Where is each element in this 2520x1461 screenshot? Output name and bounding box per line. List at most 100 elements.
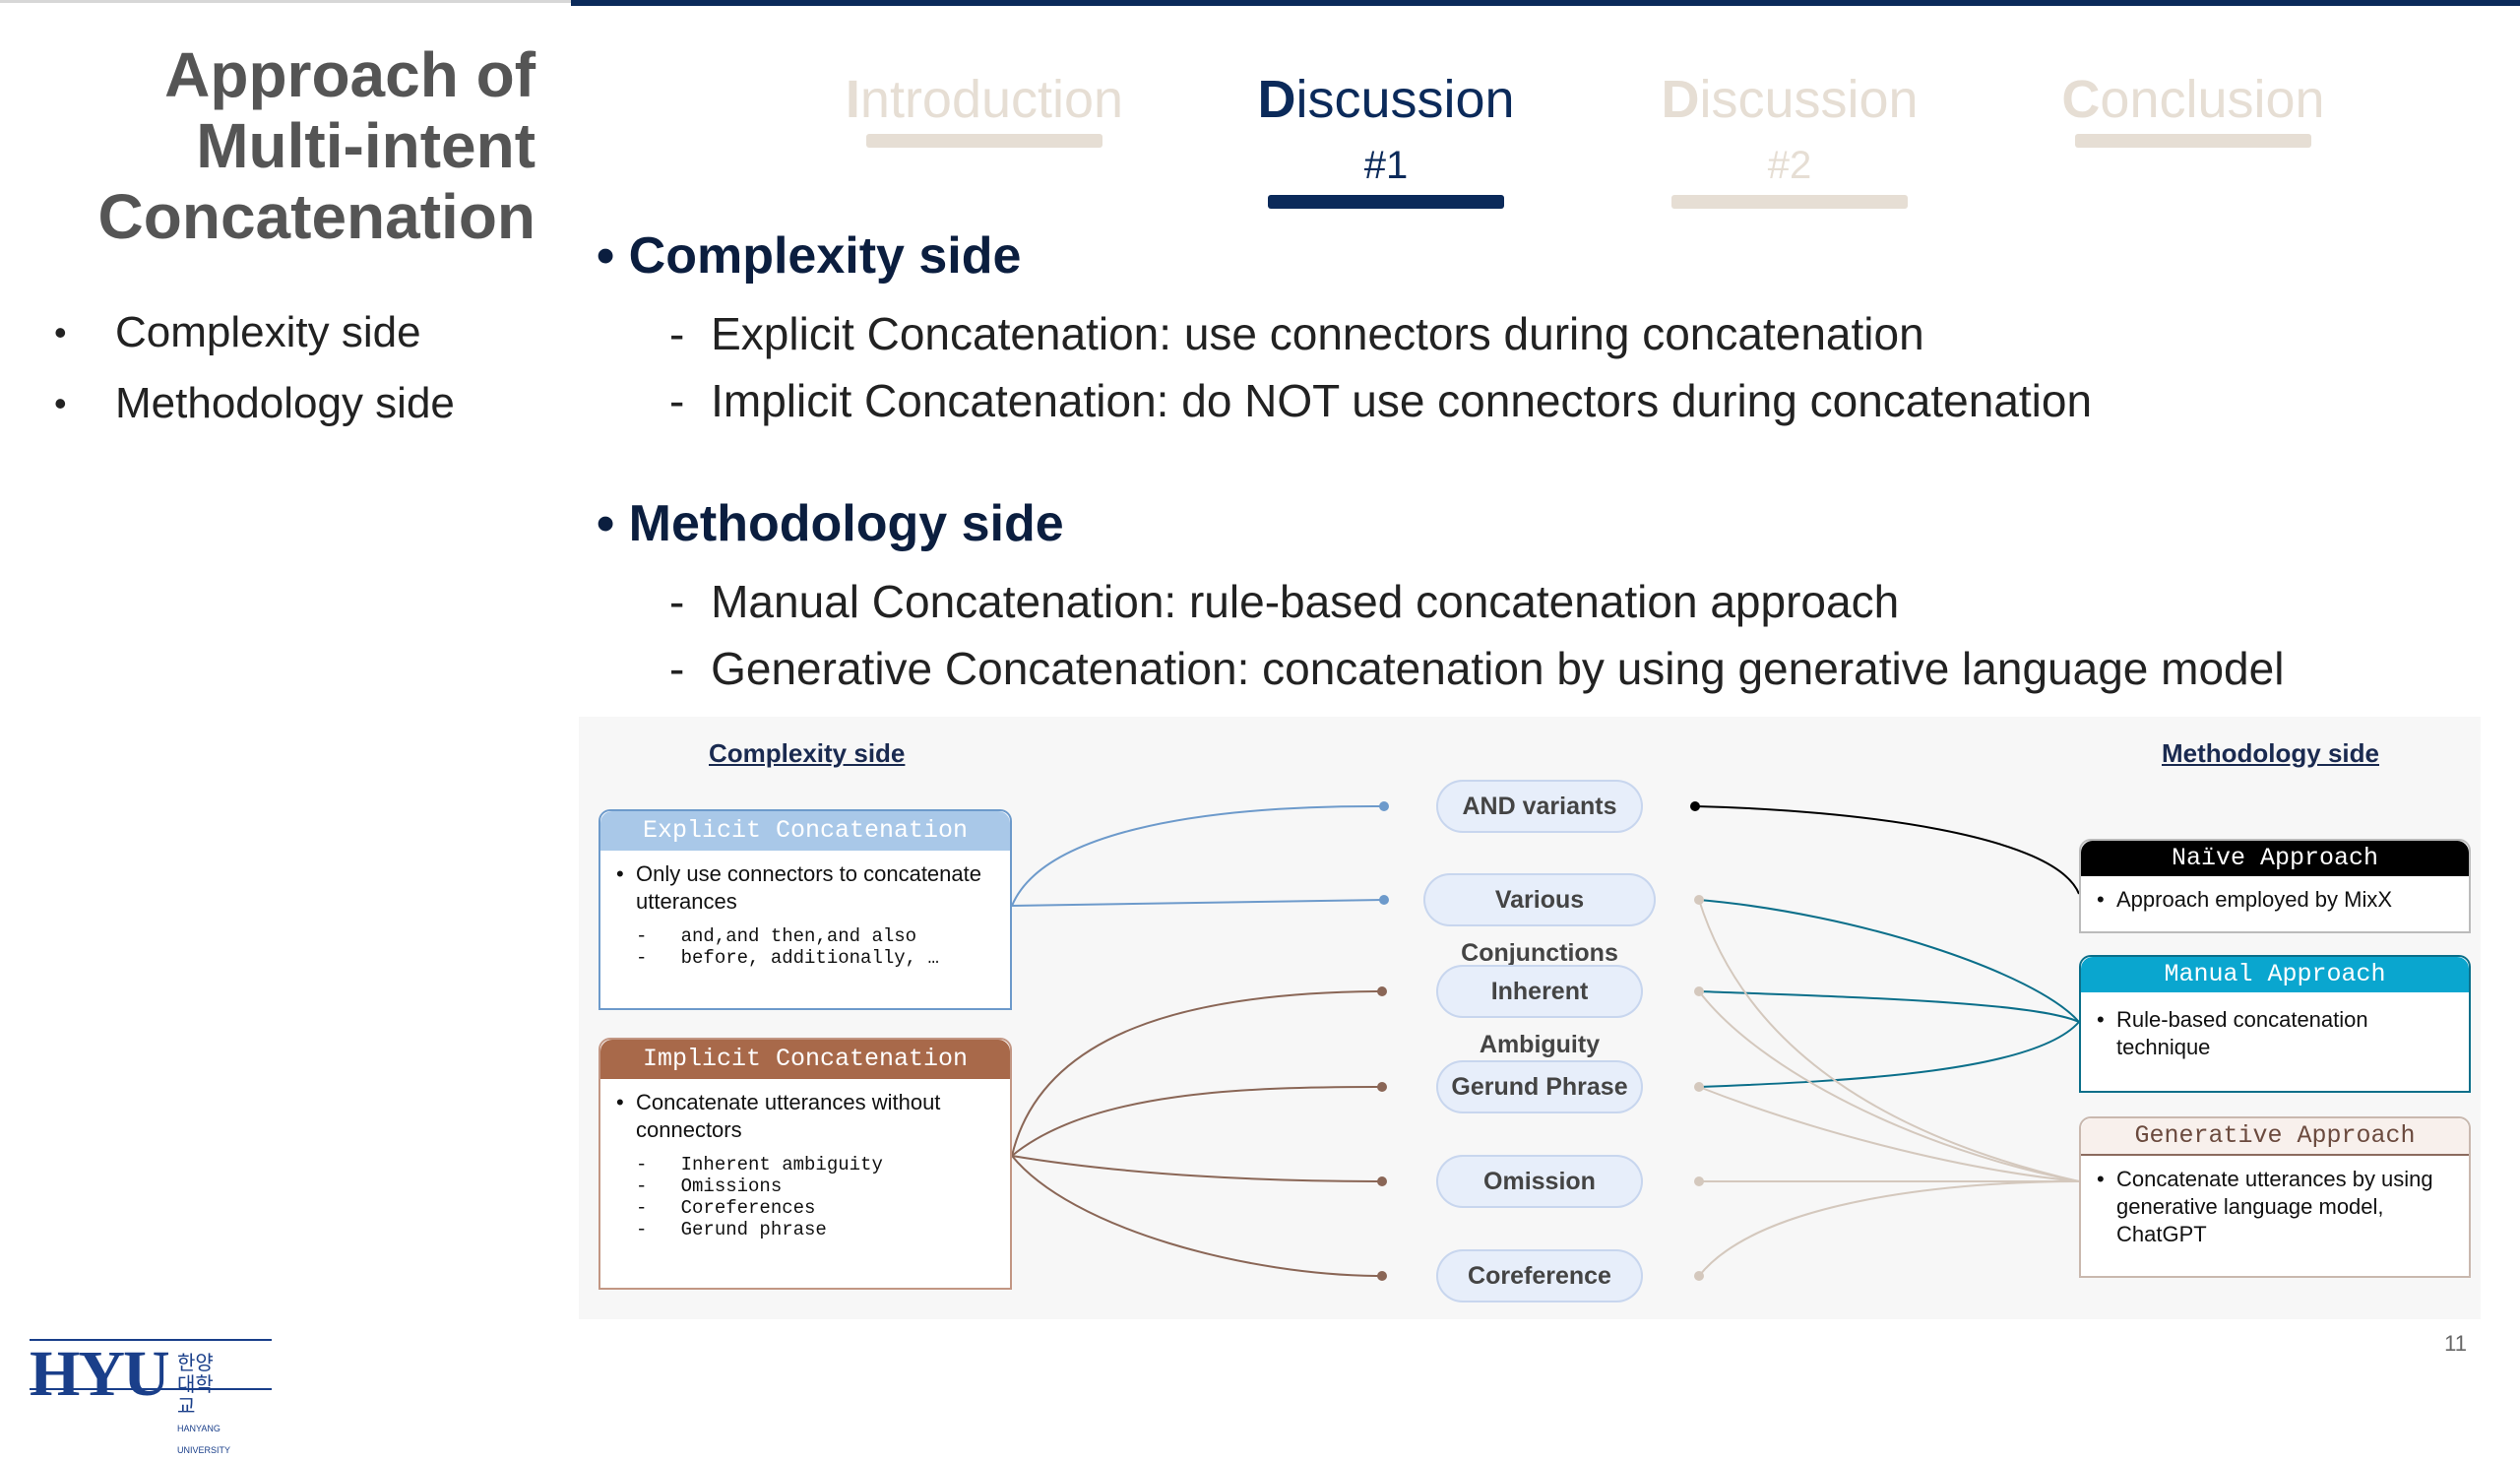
logo-rule	[30, 1339, 272, 1341]
connector-line	[1698, 1021, 2080, 1088]
item-explicit: Explicit Concatenation: use connectors d…	[669, 307, 1924, 360]
heading-methodology: Methodology side	[597, 494, 1064, 553]
tab-label: onclusion	[2100, 70, 2325, 129]
implicit-examples: Inherent ambiguity Omissions Coreference…	[616, 1154, 994, 1240]
connector-lines	[1011, 801, 2080, 1281]
generative-box-body: Concatenate utterances by using generati…	[2081, 1156, 2469, 1258]
example-item: Omissions	[636, 1175, 994, 1197]
tab-underline	[2075, 134, 2311, 148]
slide-title: Approach of Multi-intent Concatenation	[0, 39, 536, 252]
title-line: Concatenation	[97, 181, 536, 252]
tab-initial: C	[2061, 70, 2101, 129]
item-manual: Manual Concatenation: rule-based concate…	[669, 575, 1899, 628]
connector-dot	[1694, 1271, 1704, 1281]
connector-dot	[1694, 1176, 1704, 1186]
example-item: Coreferences	[636, 1197, 994, 1219]
example-item: and,and then,and also	[636, 925, 994, 947]
side-item-complexity: Complexity side	[54, 303, 455, 374]
generative-box-title: Generative Approach	[2081, 1118, 2469, 1156]
example-item: before, additionally, …	[636, 947, 994, 969]
connector-dot	[1690, 801, 1700, 811]
methodology-side-label: Methodology side	[2162, 738, 2379, 768]
connector-line	[1011, 899, 1385, 907]
implicit-box-title: Implicit Concatenation	[600, 1040, 1010, 1079]
explicit-box-body: Only use connectors to concatenate utter…	[600, 851, 1010, 979]
tab-underline	[1671, 195, 1908, 209]
naive-box-bullet: Approach employed by MixX	[2097, 886, 2453, 914]
tab-label: iscussion	[1295, 70, 1515, 129]
generative-approach-box: Generative Approach Concatenate utteranc…	[2079, 1116, 2471, 1278]
tab-number: #1	[1363, 144, 1409, 187]
connector-line	[1011, 1086, 1383, 1157]
example-item: Gerund phrase	[636, 1219, 994, 1240]
implicit-box-bullet: Concatenate utterances without connector…	[616, 1089, 994, 1144]
side-outline: Complexity side Methodology side	[54, 303, 455, 445]
pill-various-conjunctions: Various Conjunctions	[1423, 873, 1656, 967]
connector-dot	[1377, 986, 1387, 996]
logo-rule	[30, 1388, 272, 1390]
tab-initial: I	[845, 70, 860, 129]
top-rule-left	[0, 0, 571, 3]
title-line: Multi-intent	[196, 110, 536, 181]
connector-line	[1698, 990, 2080, 1182]
connector-line	[1011, 1155, 1383, 1277]
title-line: Approach of	[164, 39, 536, 110]
university-logo: HYU 한양대학교 HANYANG UNIVERSITY	[30, 1337, 272, 1455]
top-rule-right	[571, 0, 2520, 6]
logo-english: HANYANG UNIVERSITY	[177, 1424, 231, 1455]
connector-dot	[1694, 986, 1704, 996]
pill-and-variants: AND variants	[1436, 780, 1643, 833]
page-number: 11	[2444, 1331, 2467, 1356]
naive-box-title: Naïve Approach	[2081, 841, 2469, 876]
logo-text: 한양대학교 HANYANG UNIVERSITY	[177, 1353, 230, 1461]
explicit-examples: and,and then,and also before, additional…	[616, 925, 994, 969]
generative-box-bullet: Concatenate utterances by using generati…	[2097, 1166, 2453, 1248]
naive-approach-box: Naïve Approach Approach employed by MixX	[2079, 839, 2471, 933]
side-item-methodology: Methodology side	[54, 374, 455, 445]
item-implicit: Implicit Concatenation: do NOT use conne…	[669, 374, 2092, 427]
connector-line	[1698, 899, 2080, 1182]
implicit-box-body: Concatenate utterances without connector…	[600, 1079, 1010, 1250]
manual-box-body: Rule-based concatenation technique	[2081, 992, 2469, 1071]
implicit-concatenation-box: Implicit Concatenation Concatenate utter…	[598, 1038, 1012, 1290]
explicit-box-title: Explicit Concatenation	[600, 811, 1010, 851]
connector-dot	[1377, 1082, 1387, 1092]
pill-coreference: Coreference	[1436, 1249, 1643, 1302]
tab-label: ntroduction	[859, 70, 1124, 129]
pill-inherent-ambiguity: Inherent Ambiguity	[1436, 965, 1643, 1058]
pill-gerund-phrase: Gerund Phrase	[1436, 1060, 1643, 1113]
tab-initial: D	[1257, 70, 1296, 129]
connector-dot	[1379, 895, 1389, 905]
manual-approach-box: Manual Approach Rule-based concatenation…	[2079, 955, 2471, 1093]
connector-dot	[1694, 895, 1704, 905]
connector-line	[1698, 899, 2080, 1023]
tab-initial: D	[1661, 70, 1700, 129]
manual-box-bullet: Rule-based concatenation technique	[2097, 1006, 2453, 1061]
manual-box-title: Manual Approach	[2081, 957, 2469, 992]
logo-hyu: HYU	[30, 1338, 170, 1410]
connector-dot	[1694, 1082, 1704, 1092]
explicit-concatenation-box: Explicit Concatenation Only use connecto…	[598, 809, 1012, 1010]
tab-discussion-2[interactable]: Discussion #2	[1642, 69, 1937, 209]
connector-dot	[1377, 1271, 1387, 1281]
logo-korean: 한양대학교	[177, 1353, 214, 1418]
connector-line	[1698, 1086, 2080, 1182]
connector-line	[1011, 990, 1383, 1157]
connector-line	[1698, 1180, 2080, 1277]
tab-introduction[interactable]: Introduction	[837, 69, 1132, 148]
concatenation-diagram: Complexity side Methodology side Explici…	[579, 717, 2481, 1319]
connector-line	[1011, 804, 1385, 907]
tab-discussion-1[interactable]: Discussion #1	[1238, 69, 1534, 209]
tab-label: iscussion	[1699, 70, 1919, 129]
tab-underline	[866, 134, 1102, 148]
naive-box-body: Approach employed by MixX	[2081, 876, 2469, 923]
pill-omission: Omission	[1436, 1155, 1643, 1208]
tab-number: #2	[1767, 144, 1812, 187]
item-generative: Generative Concatenation: concatenation …	[669, 642, 2284, 695]
heading-complexity: Complexity side	[597, 226, 1022, 286]
connector-line	[1011, 1155, 1383, 1182]
connector-dot	[1377, 1176, 1387, 1186]
complexity-side-label: Complexity side	[709, 738, 906, 768]
tab-conclusion[interactable]: Conclusion	[2046, 69, 2341, 148]
explicit-box-bullet: Only use connectors to concatenate utter…	[616, 860, 994, 916]
